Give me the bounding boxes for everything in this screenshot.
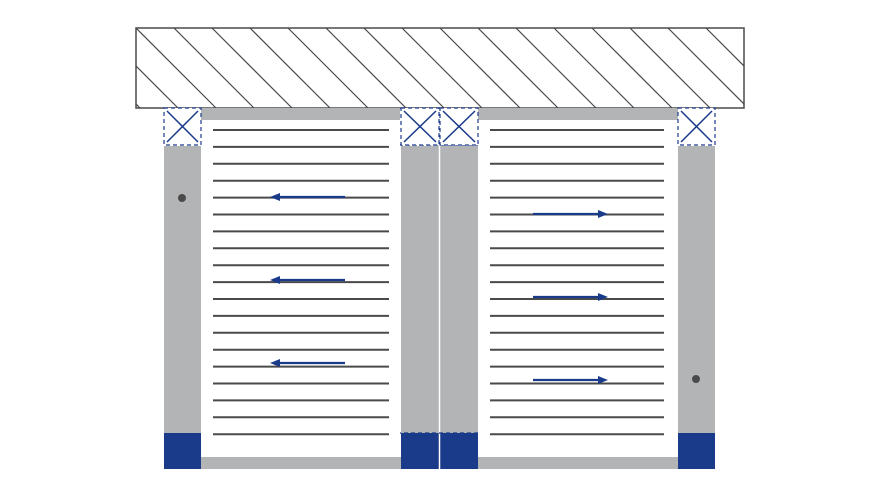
right-arrow-icon (533, 293, 608, 301)
hatch-line (667, 28, 744, 105)
hatch-line (553, 28, 635, 108)
center-post-left-body (401, 146, 439, 433)
hatch-line (515, 28, 597, 108)
left-arrow-icon (270, 193, 345, 201)
lintel-hatching (0, 28, 893, 108)
hatch-line (249, 28, 331, 108)
right-door-panel (478, 120, 678, 457)
center-post (398, 144, 481, 469)
hatch-line (705, 28, 744, 67)
left-post-base (164, 433, 201, 469)
right-post (678, 146, 715, 469)
anchor-box (400, 107, 440, 146)
hatch-line (173, 28, 255, 108)
anchor-boxes (163, 107, 716, 146)
lintel-beam (0, 27, 893, 109)
hatch-line (858, 28, 893, 108)
hatch-line (136, 28, 217, 108)
center-post-left-base (401, 433, 439, 469)
left-arrow-icon (270, 359, 345, 367)
right-arrow-icon (533, 376, 608, 384)
hatch-line (439, 28, 521, 108)
anchor-box (163, 107, 202, 146)
center-post-right-base (440, 433, 478, 469)
right-door-slats (490, 129, 664, 436)
hatch-line (287, 28, 369, 108)
right-arrow-icon (533, 210, 608, 218)
hatch-line (22, 28, 102, 108)
top-rail-left (200, 108, 400, 120)
hatch-line (0, 28, 26, 108)
left-post (164, 146, 201, 469)
hatch-line (591, 28, 673, 108)
right-post-body (678, 146, 715, 433)
center-post-right-body (440, 146, 478, 433)
anchor-box (439, 107, 479, 146)
right-post-dot (692, 375, 700, 383)
hatch-line (325, 28, 407, 108)
left-post-dot (178, 194, 186, 202)
hatch-line (401, 28, 483, 108)
left-door-slats (213, 129, 389, 436)
hatch-line (136, 65, 179, 108)
left-door-panel (201, 120, 400, 457)
hatch-line (136, 103, 141, 108)
hatch-line (477, 28, 559, 108)
left-post-body (164, 146, 201, 433)
hatch-line (743, 28, 744, 29)
hatch-line (820, 28, 893, 108)
anchor-box (677, 107, 716, 146)
hatch-line (782, 28, 862, 108)
hatch-line (0, 28, 64, 108)
left-arrow-icon (270, 276, 345, 284)
hatch-line (363, 28, 445, 108)
hatch-line (629, 28, 711, 108)
top-rail-right (478, 108, 678, 120)
right-post-base (678, 433, 715, 469)
lintel-fill (136, 28, 744, 108)
direction-arrows (270, 193, 608, 384)
hatch-line (211, 28, 293, 108)
